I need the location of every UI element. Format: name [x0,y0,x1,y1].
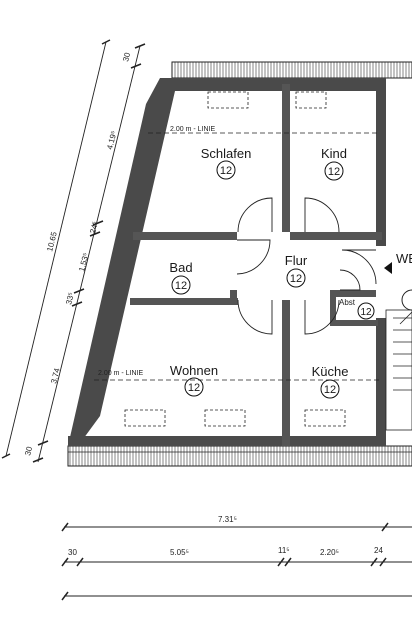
skylights [124,91,346,427]
room-name-schlafen: Schlafen [201,146,252,161]
dim-seg-505: 5.05⁵ [170,548,189,557]
exterior-walls [68,78,386,446]
dim-bottom-30: 30 [23,445,34,456]
roof-eave-bottom [67,445,412,467]
room-badge-abst [357,302,375,320]
room-name-wohnen: Wohnen [170,363,218,378]
dim-seg-374: 3.74 [49,367,62,385]
dim-seg-33: 33⁵ [64,291,76,305]
room-number-abst: 12 [360,307,372,318]
dimension-chain-left-inner [32,43,146,463]
room-number-kueche: 12 [324,384,336,396]
dimension-line-bottom-overall [61,591,412,601]
room-number-kind: 12 [328,166,340,178]
dim-seg-24: 24⁵ [88,220,100,234]
entry-arrow-icon [384,262,392,274]
dim-seg-419: 4.19⁵ [105,130,118,151]
dimension-line-total [61,522,412,532]
room-badge-bad [171,275,191,295]
dim-seg-11: 11⁵ [278,546,290,555]
room-badge-kind [324,161,344,181]
staircase [385,309,412,431]
room-number-schlafen: 12 [220,165,232,177]
dim-seg-24b: 24 [374,546,383,555]
dim-top-30: 30 [121,51,132,62]
room-name-wb-partial: WB [396,251,412,266]
room-badge-schlafen [216,160,236,180]
room-badge-kueche [320,379,340,399]
room-number-flur: 12 [290,273,302,285]
dim-overall-height: 10.65 [45,230,59,252]
room-name-abst: Abst [339,298,356,307]
room-name-kind: Kind [321,146,347,161]
room-badge-flur [286,268,306,288]
room-number-bad: 12 [175,280,187,292]
dim-seg-220: 2.20⁵ [320,548,339,557]
partial-room-circle [401,289,412,311]
height-line-upper-label: 2.00 m - LINIE [170,126,215,133]
doors [236,197,377,335]
height-line-lower-label: 2.00 m - LINIE [98,370,143,377]
roof-eave-top [171,61,412,79]
room-name-bad: Bad [169,260,192,275]
dim-seg-30: 30 [68,548,77,557]
room-name-flur: Flur [285,253,308,268]
room-number-wohnen: 12 [188,382,200,394]
room-badge-wohnen [184,377,204,397]
room-name-kueche: Küche [312,364,349,379]
dimension-line-segments [61,557,412,567]
dimension-chain-left-outer [1,39,111,459]
interior-walls [130,84,382,446]
dim-total-width: 7.31⁵ [218,515,237,524]
dim-seg-153: 1.53⁵ [77,252,90,273]
